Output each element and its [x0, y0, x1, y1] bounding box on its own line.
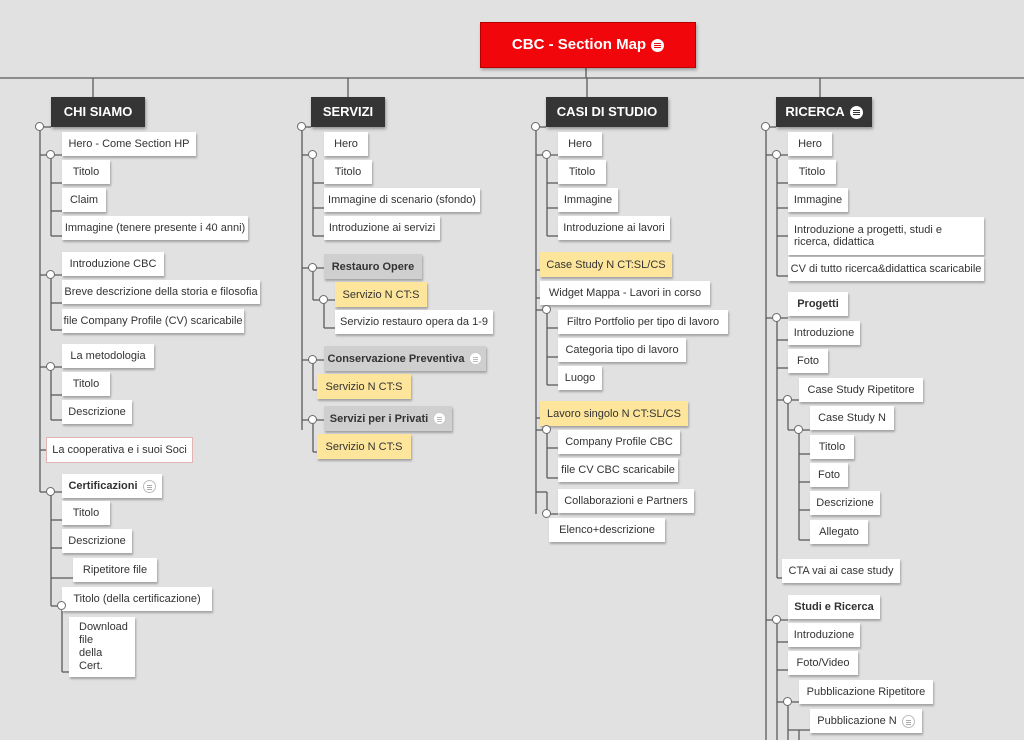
- node-elenco-descrizione[interactable]: Elenco+descrizione: [549, 518, 665, 542]
- collapse-handle[interactable]: [46, 270, 55, 279]
- column-header-servizi[interactable]: SERVIZI: [311, 97, 385, 127]
- node-case-study-n[interactable]: Case Study N CT:SL/CS: [540, 252, 672, 277]
- collapse-handle[interactable]: [35, 122, 44, 131]
- node-claim[interactable]: Claim: [62, 188, 106, 212]
- node-luogo[interactable]: Luogo: [558, 366, 602, 390]
- collapse-handle[interactable]: [772, 615, 781, 624]
- node-conservazione-preventiva[interactable]: Conservazione Preventiva: [324, 346, 486, 371]
- collapse-handle[interactable]: [308, 263, 317, 272]
- note-icon[interactable]: [469, 352, 483, 365]
- node-descrizione[interactable]: Descrizione: [810, 491, 880, 515]
- root-label: CBC - Section Map: [511, 36, 647, 53]
- node-pubblicazione-n[interactable]: Pubblicazione N: [810, 709, 922, 733]
- collapse-handle[interactable]: [308, 150, 317, 159]
- node-cooperativa-soci-selected[interactable]: La cooperativa e i suoi Soci: [46, 437, 193, 463]
- node-pubblicazione-ripetitore[interactable]: Pubblicazione Ripetitore: [799, 680, 933, 704]
- node-ripetitore-file[interactable]: Ripetitore file: [73, 558, 157, 582]
- node-company-profile-file[interactable]: file Company Profile (CV) scaricabile: [62, 309, 244, 333]
- node-titolo-certificazione[interactable]: Titolo (della certificazione): [62, 587, 212, 611]
- node-cv-ricerca-didattica[interactable]: CV di tutto ricerca&didattica scaricabil…: [788, 257, 984, 281]
- node-certificazioni[interactable]: Certificazioni: [62, 474, 162, 498]
- node-servizio-n[interactable]: Servizio N CT:S: [335, 282, 427, 307]
- node-titolo[interactable]: Titolo: [324, 160, 372, 184]
- node-titolo[interactable]: Titolo: [788, 160, 836, 184]
- collapse-handle[interactable]: [542, 509, 551, 518]
- collapse-handle[interactable]: [772, 150, 781, 159]
- collapse-handle[interactable]: [46, 150, 55, 159]
- node-foto-video[interactable]: Foto/Video: [788, 651, 858, 675]
- collapse-handle[interactable]: [46, 362, 55, 371]
- root-node[interactable]: CBC - Section Map: [480, 22, 696, 68]
- node-servizio-n[interactable]: Servizio N CT:S: [317, 434, 411, 459]
- node-foto[interactable]: Foto: [788, 349, 828, 373]
- collapse-handle[interactable]: [783, 395, 792, 404]
- node-foto[interactable]: Foto: [810, 463, 848, 487]
- node-titolo[interactable]: Titolo: [810, 435, 854, 459]
- node-titolo[interactable]: Titolo: [62, 160, 110, 184]
- node-immagine[interactable]: Immagine: [558, 188, 618, 212]
- column-header-ricerca[interactable]: RICERCA: [776, 97, 872, 127]
- note-icon[interactable]: [433, 412, 447, 425]
- node-case-study-n[interactable]: Case Study N: [810, 406, 894, 430]
- node-hero[interactable]: Hero: [788, 132, 832, 156]
- node-la-metodologia[interactable]: La metodologia: [62, 344, 154, 368]
- node-breve-descrizione[interactable]: Breve descrizione della storia e filosof…: [62, 280, 260, 304]
- node-immagine[interactable]: Immagine: [788, 188, 848, 212]
- node-case-study-ripetitore[interactable]: Case Study Ripetitore: [799, 378, 923, 402]
- collapse-handle[interactable]: [542, 305, 551, 314]
- node-lavoro-singolo[interactable]: Lavoro singolo N CT:SL/CS: [540, 401, 688, 426]
- note-icon[interactable]: [142, 479, 156, 493]
- node-download-cert[interactable]: Download file della Cert.: [69, 617, 135, 677]
- note-icon[interactable]: [849, 105, 863, 119]
- node-widget-mappa[interactable]: Widget Mappa - Lavori in corso: [540, 281, 710, 305]
- node-titolo[interactable]: Titolo: [62, 372, 110, 396]
- collapse-handle[interactable]: [542, 150, 551, 159]
- column-header-chi-siamo[interactable]: CHI SIAMO: [51, 97, 145, 127]
- node-company-profile-cbc[interactable]: Company Profile CBC: [558, 430, 680, 454]
- collapse-handle[interactable]: [542, 425, 551, 434]
- node-servizio-restauro[interactable]: Servizio restauro opera da 1-9: [335, 310, 493, 334]
- node-immagine[interactable]: Immagine (tenere presente i 40 anni): [62, 216, 248, 240]
- collapse-handle[interactable]: [531, 122, 540, 131]
- node-cta-case-study[interactable]: CTA vai ai case study: [782, 559, 900, 583]
- collapse-handle[interactable]: [772, 313, 781, 322]
- node-hero[interactable]: Hero - Come Section HP: [62, 132, 196, 156]
- node-hero[interactable]: Hero: [558, 132, 602, 156]
- node-servizio-n[interactable]: Servizio N CT:S: [317, 374, 411, 399]
- node-collaborazioni-partners[interactable]: Collaborazioni e Partners: [558, 489, 694, 513]
- node-categoria-tipo[interactable]: Categoria tipo di lavoro: [558, 338, 686, 362]
- collapse-handle[interactable]: [794, 425, 803, 434]
- node-introduzione[interactable]: Introduzione: [788, 321, 860, 345]
- node-restauro-opere[interactable]: Restauro Opere: [324, 254, 422, 279]
- node-descrizione[interactable]: Descrizione: [62, 529, 132, 553]
- collapse-handle[interactable]: [308, 355, 317, 364]
- column-header-casi-di-studio[interactable]: CASI DI STUDIO: [546, 97, 668, 127]
- collapse-handle[interactable]: [319, 295, 328, 304]
- node-allegato[interactable]: Allegato: [810, 520, 868, 544]
- collapse-handle[interactable]: [761, 122, 770, 131]
- node-file-cv-cbc[interactable]: file CV CBC scaricabile: [558, 458, 678, 482]
- node-studi-e-ricerca[interactable]: Studi e Ricerca: [788, 595, 880, 619]
- node-introduzione[interactable]: Introduzione: [788, 623, 860, 647]
- node-hero[interactable]: Hero: [324, 132, 368, 156]
- node-immagine-scenario[interactable]: Immagine di scenario (sfondo): [324, 188, 480, 212]
- node-titolo[interactable]: Titolo: [558, 160, 606, 184]
- node-introduzione-progetti[interactable]: Introduzione a progetti, studi e ricerca…: [788, 217, 984, 255]
- node-titolo[interactable]: Titolo: [62, 501, 110, 525]
- collapse-handle[interactable]: [46, 487, 55, 496]
- note-icon[interactable]: [901, 714, 915, 728]
- node-descrizione[interactable]: Descrizione: [62, 400, 132, 424]
- node-progetti[interactable]: Progetti: [788, 292, 848, 316]
- node-introduzione-lavori[interactable]: Introduzione ai lavori: [558, 216, 670, 240]
- collapse-handle[interactable]: [308, 415, 317, 424]
- node-filtro-portfolio[interactable]: Filtro Portfolio per tipo di lavoro: [558, 310, 728, 334]
- collapse-handle[interactable]: [57, 601, 66, 610]
- collapse-handle[interactable]: [783, 697, 792, 706]
- collapse-handle[interactable]: [297, 122, 306, 131]
- node-introduzione-servizi[interactable]: Introduzione ai servizi: [324, 216, 440, 240]
- node-servizi-privati[interactable]: Servizi per i Privati: [324, 406, 452, 431]
- note-icon[interactable]: [651, 38, 665, 52]
- node-introduzione-cbc[interactable]: Introduzione CBC: [62, 252, 164, 276]
